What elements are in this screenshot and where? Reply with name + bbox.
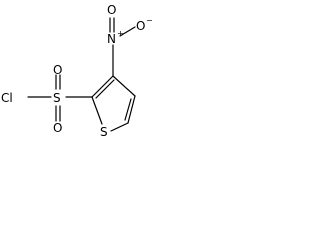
atom-o-top: O — [53, 63, 62, 77]
ring-bond-c2-c3 — [91, 75, 114, 98]
atom-ring-s: S — [100, 125, 108, 139]
ring-bond-c4-c5-double — [124, 98, 132, 121]
structure-diagram: Cl S O O S N + O O − — [1, 3, 153, 139]
ring-bond-c4-c5 — [127, 95, 136, 124]
ring-bond-s1-c2 — [91, 96, 103, 125]
atom-nitro-n: N — [107, 32, 116, 46]
charge-n-plus: + — [117, 29, 124, 38]
atom-o-bottom: O — [53, 121, 62, 135]
atom-nitro-o-right: O — [136, 19, 145, 33]
charge-o-minus: − — [146, 16, 153, 25]
ring-bond-c3-c4 — [112, 75, 136, 97]
atom-sulfonyl-s: S — [53, 91, 61, 105]
bond-n-o-right — [119, 26, 136, 37]
atom-cl: Cl — [1, 91, 13, 105]
atom-nitro-o-top: O — [107, 3, 116, 17]
ring-bond-c5-s1 — [110, 122, 129, 132]
ring-bond-c2-c3-double — [95, 79, 115, 99]
